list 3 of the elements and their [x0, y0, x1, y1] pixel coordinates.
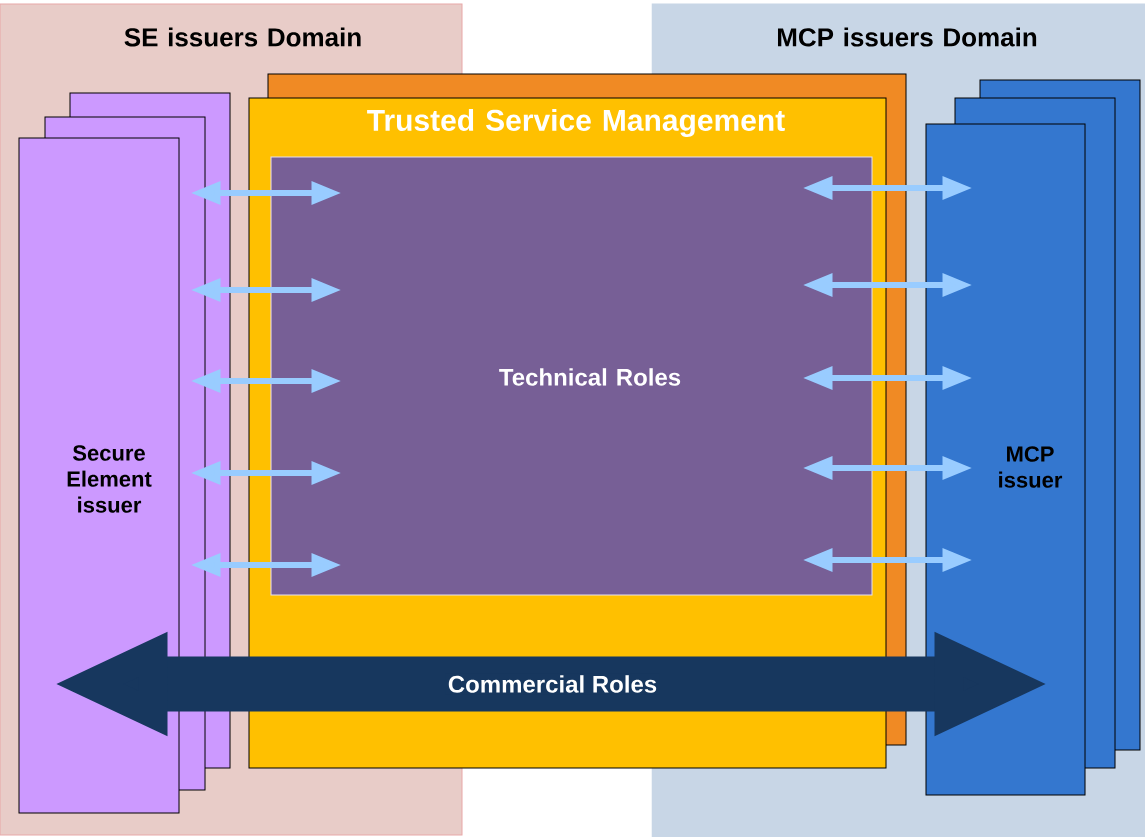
issuer-box: MCP issuer	[925, 79, 1141, 796]
roles-box: Technical Roles	[270, 156, 873, 596]
issuer-box: Secure Element issuer	[18, 92, 231, 814]
